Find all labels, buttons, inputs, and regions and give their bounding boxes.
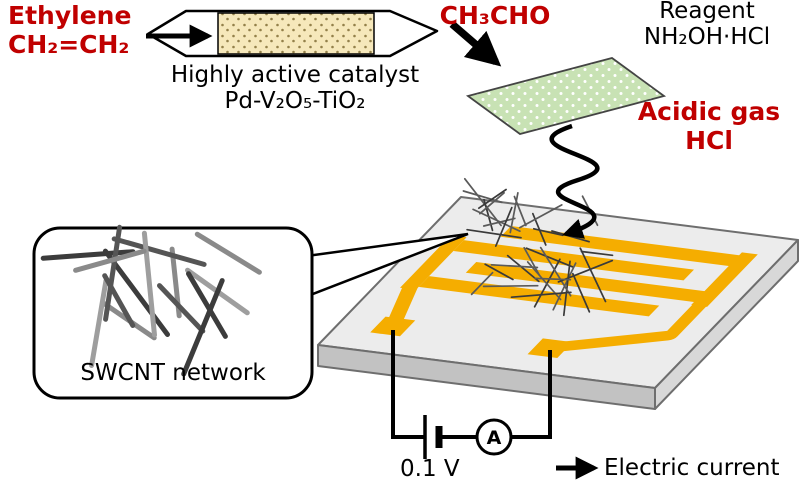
catalyst-caption: Highly active catalyst Pd-V₂O₅-TiO₂ [150,62,440,114]
right-electrode [465,226,758,358]
catalyst-bed [217,12,375,55]
wire-left [391,330,425,439]
measurement-circuit: A [391,330,552,459]
ammeter-label: A [487,427,502,449]
acetaldehyde-label: CH₃CHO [420,1,570,31]
interdigitated-electrodes [370,226,758,358]
electrode-pad-left [370,316,416,337]
chip-right-face [654,239,799,410]
catalyst-reactor-tube [146,9,439,58]
reagent-formula: NH₂OH·HCl [643,24,771,51]
ethylene-label: Ethylene CH₂=CH₂ [8,1,132,59]
reagent-plate [465,57,667,135]
acidic-gas-label: Acidic gas HCl [622,97,796,155]
acidic-gas-name: Acidic gas [637,97,781,126]
cnt-network-on-chip [462,177,614,317]
electrode-pad-right [527,338,573,358]
ethylene-name: Ethylene [8,1,132,30]
swcnt-sticks [40,224,262,377]
acetaldehyde-formula: CH₃CHO [439,1,551,30]
voltage-label: 0.1 V [400,456,460,482]
electric-current-label: Electric current [604,455,780,481]
acidic-gas-formula: HCl [685,125,733,155]
swcnt-network-label: SWCNT network [80,360,266,386]
ethylene-formula: CH₂=CH₂ [8,29,130,59]
wire-right [511,350,552,439]
reagent-label: Reagent NH₂OH·HCl [618,0,796,50]
ammeter: A [475,418,513,456]
swcnt-callout [32,224,469,400]
battery-symbol [423,415,443,459]
catalyst-caption-line1: Highly active catalyst [170,62,420,88]
catalyst-caption-line2: Pd-V₂O₅-TiO₂ [224,88,366,115]
reagent-name: Reagent [659,0,755,24]
product-to-plate-arrow [449,21,502,67]
acidic-gas-squiggle-arrow [549,123,600,239]
callout-bubble [32,226,314,400]
